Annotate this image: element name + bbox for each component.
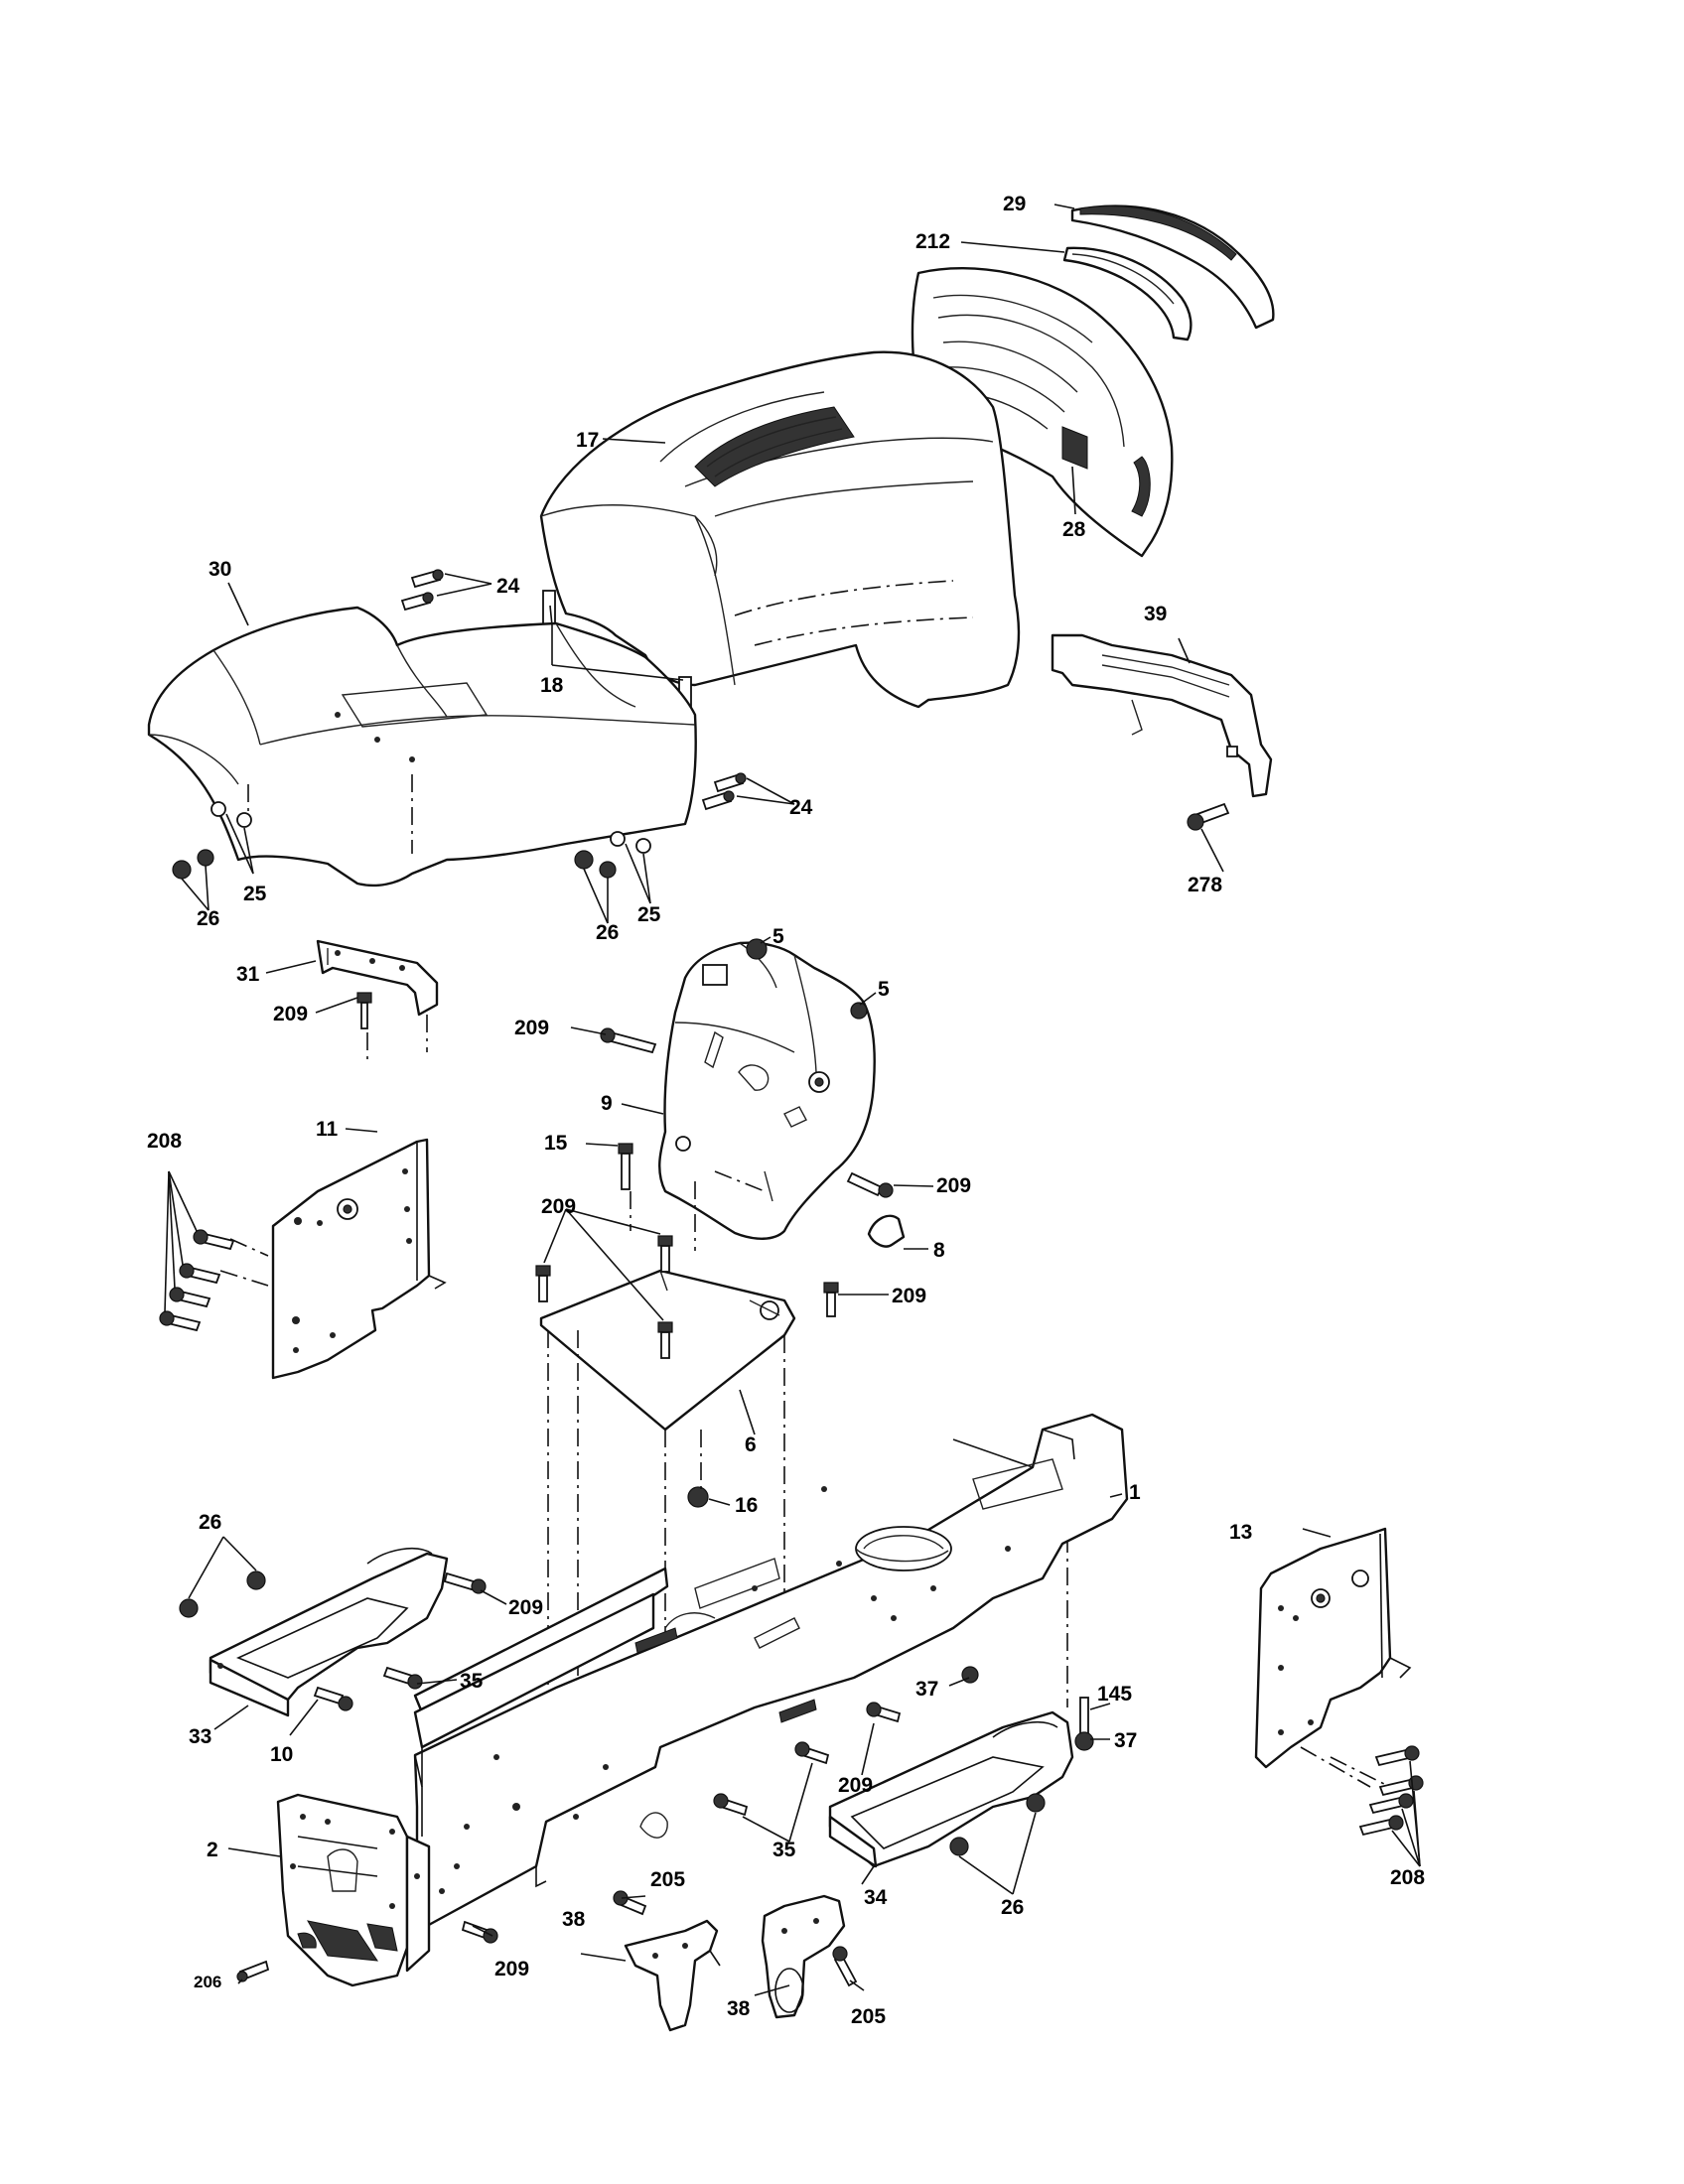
callout-9: 9 [601, 1092, 613, 1115]
callout-35-left: 35 [460, 1670, 484, 1693]
callout-29: 29 [1003, 193, 1026, 215]
callout-38-b: 38 [727, 1997, 751, 2020]
callout-11: 11 [316, 1118, 339, 1141]
part-13-side-plate [1254, 1527, 1412, 1788]
callout-209-dash: 209 [514, 1017, 549, 1039]
part-2-front-bracket [276, 1793, 431, 1987]
callout-212: 212 [915, 230, 950, 253]
callout-278: 278 [1188, 874, 1222, 896]
callout-209-footrest: 209 [508, 1596, 543, 1619]
callout-24-lower: 24 [789, 796, 813, 819]
callout-208-right: 208 [1390, 1866, 1425, 1889]
part-8-clip [867, 1214, 906, 1248]
part-9-dash-panel [658, 941, 876, 1240]
part-25-26-hardware-left [172, 801, 254, 911]
part-35-bolt-b [713, 1741, 830, 1843]
callout-1: 1 [1129, 1481, 1141, 1504]
part-208-bolts-right [1358, 1745, 1424, 1867]
callout-209-31: 209 [273, 1003, 308, 1025]
part-212-trim-strip [1062, 246, 1193, 341]
part-5-fastener-a [746, 938, 768, 960]
callout-25-left: 25 [243, 883, 267, 905]
part-209-screw-d [443, 1571, 487, 1594]
callout-5-right: 5 [878, 978, 890, 1001]
callout-205-a: 205 [650, 1868, 685, 1891]
part-26-nuts-33 [179, 1536, 266, 1618]
callout-37-lower: 37 [1114, 1729, 1137, 1752]
part-209-screw-e [866, 1702, 902, 1723]
part-15-bolt [618, 1143, 633, 1190]
callout-209-bracket: 209 [494, 1958, 529, 1980]
callout-6: 6 [745, 1433, 757, 1456]
callout-209-plate: 209 [541, 1195, 576, 1218]
part-209-screw-a [356, 992, 372, 1029]
part-35-bolt-a [382, 1666, 423, 1690]
callout-35-right: 35 [772, 1839, 796, 1861]
callout-5-top: 5 [772, 925, 784, 948]
callout-10: 10 [270, 1743, 293, 1766]
callout-37-upper: 37 [915, 1678, 938, 1701]
callout-28: 28 [1062, 518, 1086, 541]
callout-16: 16 [735, 1494, 758, 1517]
callout-26-right: 26 [596, 921, 619, 944]
callout-205-b: 205 [851, 2005, 886, 2028]
callout-39: 39 [1144, 603, 1167, 625]
part-24-bolts-lower [701, 772, 795, 811]
part-24-bolts-upper [400, 569, 492, 612]
part-38-bracket-b [761, 1894, 846, 2019]
callout-38-a: 38 [562, 1908, 586, 1931]
callout-24-upper: 24 [496, 575, 520, 598]
leader-lines [213, 204, 1332, 1996]
part-10-bolt [313, 1686, 353, 1711]
callout-145: 145 [1097, 1683, 1132, 1706]
callout-31: 31 [236, 963, 260, 986]
callout-26-left: 26 [197, 907, 219, 930]
callout-15: 15 [544, 1132, 568, 1155]
part-209-screws-plate [535, 1235, 839, 1359]
part-1-frame-rail [413, 1567, 669, 1787]
part-39-bracket [1051, 633, 1273, 798]
part-17-hood [539, 350, 1021, 709]
part-208-bolts-left [159, 1170, 235, 1332]
part-205-screw-a [613, 1890, 647, 1916]
callout-34: 34 [864, 1886, 888, 1909]
part-31-bracket [316, 939, 439, 1062]
part-29-trim [1070, 205, 1275, 330]
callout-13: 13 [1229, 1521, 1252, 1544]
part-30-fender [147, 606, 697, 887]
part-11-side-plate [219, 1138, 447, 1380]
callout-209-side: 209 [892, 1285, 926, 1307]
part-38-bracket-a [624, 1919, 721, 2032]
callout-209-right: 209 [936, 1174, 971, 1197]
part-5-fastener-b [850, 1002, 868, 1020]
part-34-footrest [828, 1710, 1074, 1868]
callout-208-left: 208 [147, 1130, 182, 1153]
part-26-nuts-34 [949, 1793, 1046, 1895]
callout-labels: 29 212 17 28 30 24 18 39 24 25 26 26 25 … [147, 193, 1425, 2028]
callout-30: 30 [209, 558, 231, 581]
callout-26-footrest-left: 26 [199, 1511, 221, 1534]
part-209-screw-f [461, 1920, 498, 1944]
callout-33: 33 [189, 1725, 211, 1748]
part-209-screw-b [600, 1027, 657, 1054]
part-206-screw [236, 1960, 270, 1982]
callout-17: 17 [576, 429, 599, 452]
callout-25-right: 25 [637, 903, 661, 926]
callout-8: 8 [933, 1239, 945, 1262]
callout-18: 18 [540, 674, 564, 697]
part-25-26-hardware-right [574, 831, 651, 924]
callout-209-frame: 209 [838, 1774, 873, 1797]
part-205-screw-b [832, 1946, 858, 1987]
part-16-nut [687, 1486, 709, 1508]
callout-206: 206 [194, 1973, 221, 1991]
callout-26-footrest-right: 26 [1001, 1896, 1024, 1919]
part-1-frame [413, 1413, 1129, 1928]
part-278-screw [1187, 802, 1230, 831]
part-209-screw-c [846, 1171, 894, 1198]
part-33-footrest [209, 1548, 449, 1717]
callout-2: 2 [207, 1839, 218, 1861]
